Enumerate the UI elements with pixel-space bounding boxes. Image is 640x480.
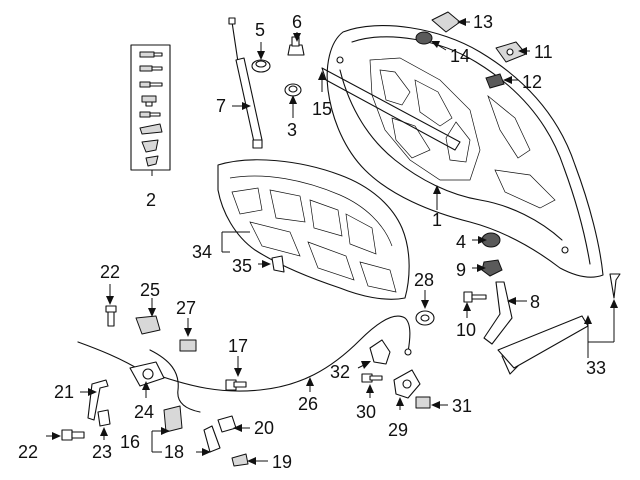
callout-2: 2 <box>146 190 156 210</box>
grommet-3 <box>284 83 302 97</box>
callout-24: 24 <box>134 402 154 422</box>
callout-26: 26 <box>298 394 318 414</box>
callout-12: 12 <box>522 72 542 92</box>
callout-16: 16 <box>120 432 140 452</box>
callout-25: 25 <box>140 280 160 300</box>
support-33 <box>497 273 621 375</box>
lever-18 <box>203 425 221 453</box>
callout-5: 5 <box>255 20 265 40</box>
bolt-22b <box>61 429 85 441</box>
bumper-5 <box>251 59 271 73</box>
bumper-31 <box>415 396 431 409</box>
callout-3: 3 <box>287 120 297 140</box>
callout-18: 18 <box>164 442 184 462</box>
lever-16 <box>163 405 183 433</box>
callout-23: 23 <box>92 442 112 462</box>
hood-insulator <box>217 159 410 300</box>
hinge-8 <box>483 281 513 345</box>
leader-lines <box>46 18 618 465</box>
callout-22a: 22 <box>100 262 120 282</box>
callout-20: 20 <box>254 418 274 438</box>
callout-22b: 22 <box>18 442 38 462</box>
washer-28 <box>415 310 435 326</box>
callout-numbers: 1 2 3 4 5 6 7 8 9 10 11 12 13 14 15 16 1… <box>18 12 606 472</box>
release-cable <box>77 315 412 413</box>
clip-19 <box>231 453 249 467</box>
callout-34: 34 <box>192 242 212 262</box>
callout-4: 4 <box>456 232 466 252</box>
bolt-17 <box>225 379 247 391</box>
grommet-12 <box>485 73 505 89</box>
callout-13: 13 <box>473 12 493 32</box>
callout-19: 19 <box>272 452 292 472</box>
hood-panel <box>321 25 604 278</box>
hood-strut <box>228 17 263 149</box>
bracket-21 <box>87 379 109 421</box>
callout-21: 21 <box>54 382 74 402</box>
callout-31: 31 <box>452 396 472 416</box>
bracket-13 <box>431 11 461 33</box>
callout-10: 10 <box>456 320 476 340</box>
callout-6: 6 <box>292 12 302 32</box>
bracket-32 <box>369 339 391 365</box>
callout-8: 8 <box>530 292 540 312</box>
callout-33: 33 <box>586 358 606 378</box>
grommet-14 <box>415 31 433 45</box>
callout-29: 29 <box>388 420 408 440</box>
callout-9: 9 <box>456 260 466 280</box>
fastener-kit <box>130 44 171 171</box>
callout-14: 14 <box>450 46 470 66</box>
callout-30: 30 <box>356 402 376 422</box>
callout-7: 7 <box>216 96 226 116</box>
callout-11: 11 <box>534 42 553 62</box>
callout-27: 27 <box>176 298 196 318</box>
latch-29 <box>393 369 421 399</box>
callout-28: 28 <box>414 270 434 290</box>
clip-25 <box>135 315 161 335</box>
callout-35: 35 <box>232 256 252 276</box>
bolt-30 <box>361 373 383 383</box>
clip-20 <box>217 415 237 433</box>
clip-35 <box>271 255 285 273</box>
callout-32: 32 <box>330 362 350 382</box>
bolt-22a <box>105 305 117 327</box>
handle-23 <box>97 409 111 427</box>
callout-1: 1 <box>432 210 442 230</box>
callout-17: 17 <box>228 336 248 356</box>
bolt-10 <box>463 291 487 303</box>
callout-15: 15 <box>312 99 332 119</box>
clip-27 <box>179 339 197 352</box>
